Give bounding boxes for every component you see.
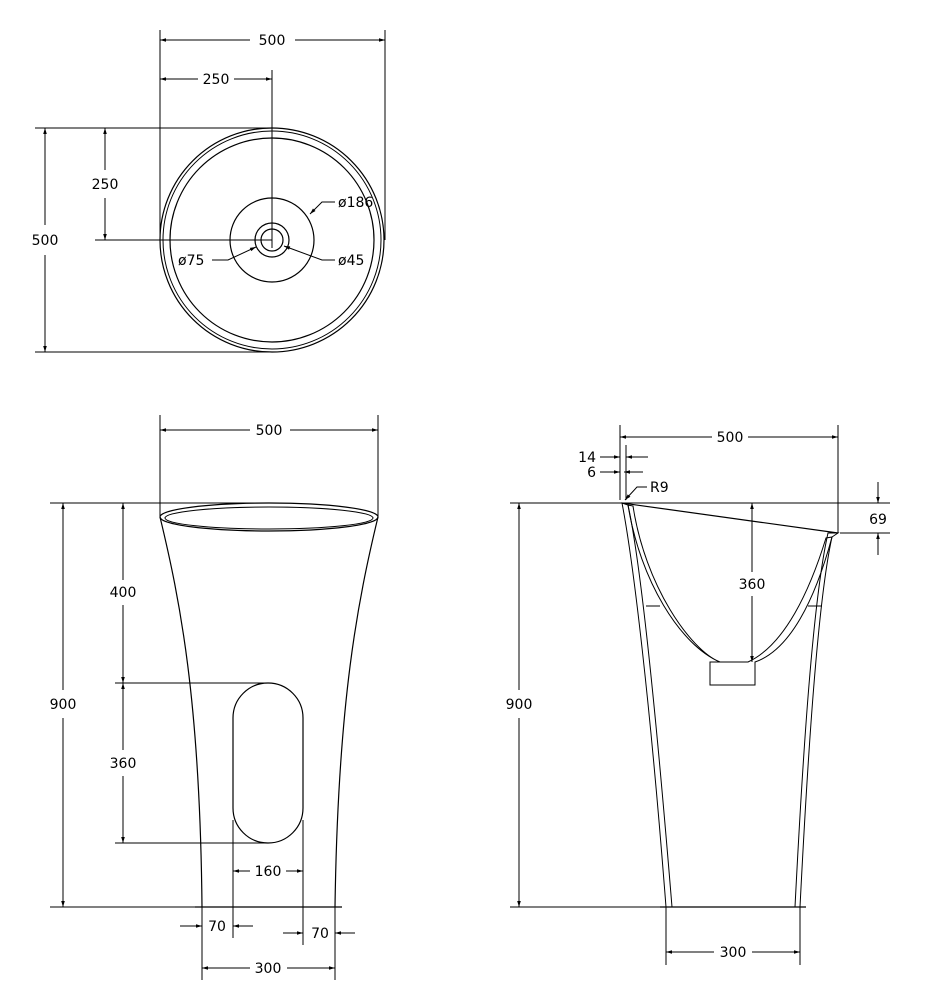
dim-d75: ø75 <box>178 253 204 269</box>
dim-width: 500 <box>717 430 744 446</box>
top-view: 500 250 500 250 ø186 ø75 ø45 <box>32 30 386 353</box>
dim-half-height: 250 <box>92 177 119 193</box>
dim-base: 300 <box>255 961 282 977</box>
front-view: 500 900 400 360 160 70 70 300 <box>50 415 379 980</box>
dim-wall-14: 14 <box>578 450 596 466</box>
dim-base: 300 <box>720 945 747 961</box>
rim-line <box>621 502 839 534</box>
dim-bowl-depth: 360 <box>739 577 766 593</box>
dim-height: 900 <box>50 697 77 713</box>
dim-rim-drop: 69 <box>869 512 887 528</box>
dim-d45: ø45 <box>338 253 364 269</box>
dim-right-offset: 70 <box>311 926 329 942</box>
dim-slot-height: 360 <box>110 756 137 772</box>
dim-height: 500 <box>32 233 59 249</box>
dim-upper: 400 <box>110 585 137 601</box>
dim-radius: R9 <box>650 480 669 496</box>
section-view: 500 14 6 R9 69 360 900 300 <box>506 425 890 965</box>
dim-wall-6: 6 <box>587 465 596 481</box>
dim-d186: ø186 <box>338 195 373 211</box>
dim-left-offset: 70 <box>208 919 226 935</box>
side-opening <box>232 682 304 844</box>
dim-width: 500 <box>259 33 286 49</box>
dim-slot-width: 160 <box>255 864 282 880</box>
dim-height: 900 <box>506 697 533 713</box>
dim-width: 500 <box>256 423 283 439</box>
dim-half-width: 250 <box>203 72 230 88</box>
